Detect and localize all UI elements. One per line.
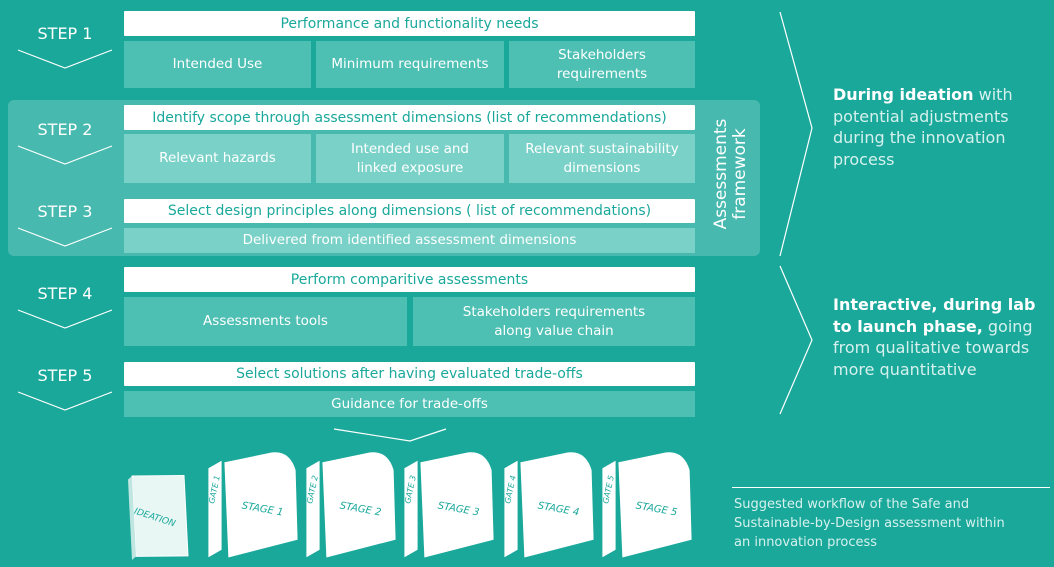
gate-1-tab bbox=[207, 459, 223, 559]
ideation-bracket-icon bbox=[779, 11, 813, 257]
step-1-chevron-icon bbox=[17, 49, 113, 69]
lab-launch-description-rest: going from qualitative towards more quan… bbox=[833, 316, 1033, 379]
step-3-label: STEP 3 bbox=[37, 202, 93, 221]
step-4-header: Perform comparitive assessments bbox=[124, 267, 695, 292]
step-5-label: STEP 5 bbox=[37, 366, 93, 385]
step-1-label: STEP 1 bbox=[37, 24, 93, 43]
lab-launch-description-bold: Interactive, during lab to launch phase, bbox=[833, 295, 1036, 336]
funnel-chevron-icon bbox=[333, 428, 447, 442]
stage-3-sheet bbox=[419, 451, 495, 559]
step-chevrons bbox=[17, 49, 113, 411]
step-5-sub-box: Guidance for trade-offs bbox=[124, 391, 695, 417]
side-brackets bbox=[779, 11, 813, 415]
gate-4-tab bbox=[503, 459, 519, 559]
step-1-box-intended-use: Intended Use bbox=[124, 41, 311, 88]
gate-3-tab bbox=[403, 459, 419, 559]
ideation-description-rest: with potential adjustments during the in… bbox=[833, 85, 1013, 169]
step-3-header: Select design principles along dimension… bbox=[124, 199, 695, 223]
figure-caption: Suggested workflow of the Safe and Susta… bbox=[734, 497, 1005, 550]
step-2-label: STEP 2 bbox=[37, 120, 93, 139]
ideation-description: During ideation with potential adjustmen… bbox=[833, 84, 1043, 170]
gate-5-tab bbox=[601, 459, 617, 559]
step-3-chevron-icon bbox=[17, 227, 113, 247]
stage-2-sheet bbox=[321, 451, 397, 559]
step-1-box-stakeholders-requirements: Stakeholders requirements bbox=[509, 41, 695, 88]
step-2-box-relevant-hazards: Relevant hazards bbox=[124, 134, 311, 183]
step-5-header: Select solutions after having evaluated … bbox=[124, 362, 695, 386]
step-3-sub-box: Delivered from identified assessment dim… bbox=[124, 228, 695, 253]
stage-4-sheet bbox=[519, 451, 595, 559]
ideation-description-bold: During ideation bbox=[833, 85, 974, 104]
lab-launch-description: Interactive, during lab to launch phase,… bbox=[833, 294, 1051, 380]
stage-5-sheet bbox=[617, 451, 693, 559]
step-1-header: Performance and functionality needs bbox=[124, 11, 695, 36]
stage-1-sheet bbox=[223, 451, 299, 559]
step-2-box-intended-use-exposure: Intended use and linked exposure bbox=[316, 134, 504, 183]
step-4-label: STEP 4 bbox=[37, 284, 93, 303]
step-4-box-assessments-tools: Assessments tools bbox=[124, 297, 407, 346]
ideation-page bbox=[128, 474, 189, 560]
assessments-framework-label: Assessments framework bbox=[711, 118, 750, 230]
step-4-chevron-icon bbox=[17, 309, 113, 329]
lab-launch-bracket-icon bbox=[779, 265, 813, 415]
step-5-chevron-icon bbox=[17, 391, 113, 411]
step-2-chevron-icon bbox=[17, 145, 113, 165]
gate-2-tab bbox=[305, 459, 321, 559]
step-1-box-minimum-requirements: Minimum requirements bbox=[316, 41, 504, 88]
step-4-box-stakeholders-value-chain: Stakeholders requirements along value ch… bbox=[413, 297, 695, 346]
caption-rule bbox=[732, 487, 1050, 488]
step-2-header: Identify scope through assessment dimens… bbox=[124, 105, 695, 130]
step-2-box-sustainability-dimensions: Relevant sustainability dimensions bbox=[509, 134, 695, 183]
